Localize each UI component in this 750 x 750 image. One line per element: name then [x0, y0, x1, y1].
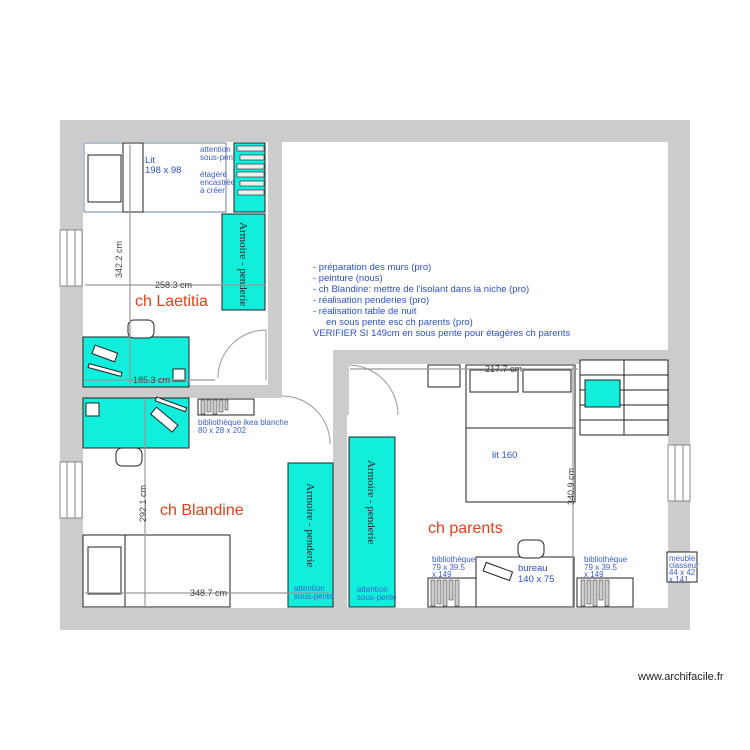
- svg-text:- préparation des murs (pro): - préparation des murs (pro): [313, 262, 431, 273]
- corridor-top: [282, 350, 333, 390]
- door: [217, 329, 399, 445]
- dimension: 348.7 cm: [190, 588, 227, 598]
- svg-text:VERIFIER SI 149cm en sous pent: VERIFIER SI 149cm en sous pente pour éta…: [313, 328, 570, 339]
- notes: - préparation des murs (pro) - peinture …: [313, 262, 570, 339]
- svg-text:- réalisation table de nuit: - réalisation table de nuit: [313, 306, 417, 317]
- svg-text:80 x 28 x 202: 80 x 28 x 202: [198, 426, 247, 435]
- nightstand[interactable]: [427, 364, 461, 388]
- svg-text:Armoire - penderie: Armoire - penderie: [237, 222, 249, 306]
- label: Lit: [145, 155, 155, 166]
- svg-text:79 x 39.5: 79 x 39.5: [432, 563, 465, 572]
- dimension: 217.7 cm: [485, 364, 522, 374]
- svg-text:79 x 39.5: 79 x 39.5: [584, 563, 617, 572]
- room-label-laetitia: ch Laetitia: [135, 293, 208, 310]
- svg-text:44 x 42: 44 x 42: [669, 568, 696, 577]
- svg-text:bibliothèque: bibliothèque: [432, 555, 476, 564]
- svg-text:- réalisation penderies (pro): - réalisation penderies (pro): [313, 295, 429, 306]
- desk-blandine[interactable]: [82, 396, 190, 467]
- bookshelf-left[interactable]: bibliothèque 79 x 39.5 x 149: [427, 555, 477, 608]
- svg-text:- ch Blandine: mettre de l'iso: - ch Blandine: mettre de l'isolant dans …: [313, 284, 529, 295]
- bed-laetitia[interactable]: Lit 198 x 98: [83, 142, 227, 213]
- window: [59, 229, 691, 519]
- bed-blandine[interactable]: [82, 534, 231, 608]
- chair: [127, 319, 155, 339]
- svg-text:bureau: bureau: [518, 563, 548, 574]
- dimension-lines: [85, 145, 578, 606]
- armoire-corridor[interactable]: Armoire - penderie attention sous-pente: [348, 436, 397, 608]
- filing-cabinet[interactable]: meuble classeur 44 x 42 x 141: [666, 551, 699, 584]
- svg-text:étagère: étagère: [200, 170, 228, 179]
- chair: [517, 539, 545, 559]
- dimension: 342.2 cm: [114, 241, 124, 278]
- svg-text:lit 160: lit 160: [492, 450, 517, 461]
- desk-parents[interactable]: bureau 140 x 75: [475, 539, 575, 608]
- shelf-laetitia[interactable]: [233, 142, 266, 213]
- svg-text:bibliothèque: bibliothèque: [584, 555, 628, 564]
- svg-text:meuble: meuble: [669, 554, 696, 563]
- svg-text:en sous pente esc ch parents (: en sous pente esc ch parents (pro): [326, 317, 473, 328]
- svg-text:attention: attention: [294, 584, 325, 593]
- bookshelf-ikea[interactable]: bibliothèque ikea blanche 80 x 28 x 202: [197, 398, 289, 435]
- svg-text:classeur: classeur: [669, 561, 699, 570]
- svg-text:- peinture (nous): - peinture (nous): [313, 273, 383, 284]
- room-top: [282, 142, 668, 350]
- svg-text:encastrée: encastrée: [200, 178, 236, 187]
- dimension: 292.1 cm: [138, 485, 148, 522]
- armoire-blandine[interactable]: Armoire - penderie attention sous-pente: [287, 462, 334, 608]
- svg-text:sous-pente: sous-pente: [357, 593, 397, 602]
- svg-text:Armoire - penderie: Armoire - penderie: [365, 460, 377, 544]
- svg-text:sous-pente: sous-pente: [200, 153, 240, 162]
- svg-text:x 141: x 141: [669, 575, 689, 584]
- svg-text:x 149: x 149: [584, 570, 604, 579]
- dimension: 340.9 cm: [566, 468, 576, 505]
- svg-text:attention: attention: [200, 145, 231, 154]
- label: 198 x 98: [145, 165, 181, 176]
- room-label-parents: ch parents: [428, 520, 503, 537]
- dimension: 185.3 cm: [133, 375, 170, 385]
- armoire-laetitia[interactable]: Armoire - penderie: [221, 213, 266, 311]
- dimension: 258.3 cm: [155, 280, 192, 290]
- svg-text:x 149: x 149: [432, 570, 452, 579]
- room-label-blandine: ch Blandine: [160, 502, 244, 519]
- svg-text:bibliothèque ikea blanche: bibliothèque ikea blanche: [198, 418, 289, 427]
- svg-text:attention: attention: [357, 585, 388, 594]
- watermark: www.archifacile.fr: [637, 671, 724, 683]
- staircase[interactable]: [579, 359, 669, 436]
- svg-text:140 x 75: 140 x 75: [518, 574, 554, 585]
- note-attention: attention sous-pente étagère encastrée à…: [200, 145, 240, 195]
- svg-text:à créer: à créer: [200, 186, 225, 195]
- bookshelf-right[interactable]: bibliothèque 79 x 39.5 x 149: [576, 555, 634, 608]
- chair: [115, 447, 143, 467]
- bed-parents[interactable]: lit 160: [465, 364, 576, 503]
- desk-laetitia[interactable]: [82, 319, 190, 388]
- svg-text:Armoire - penderie: Armoire - penderie: [304, 483, 316, 567]
- svg-text:sous-pente: sous-pente: [294, 592, 334, 601]
